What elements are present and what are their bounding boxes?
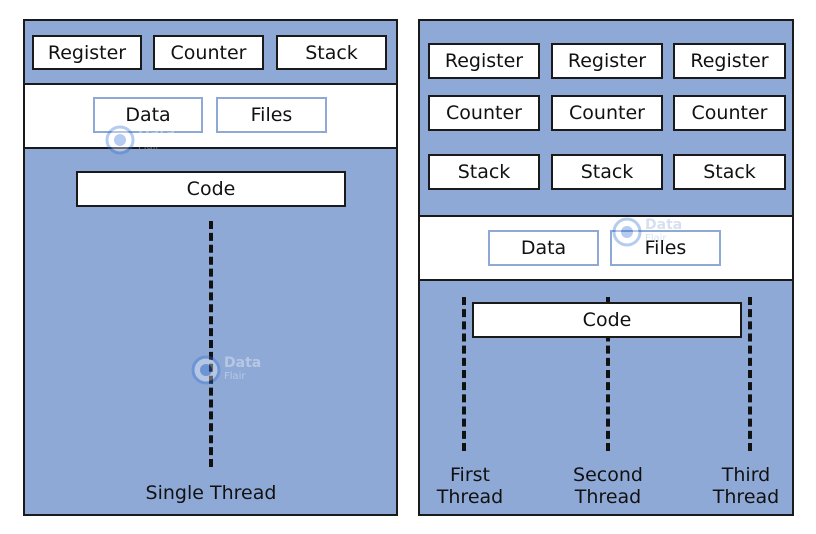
code-box: Code xyxy=(76,171,346,207)
thread-line-first xyxy=(462,297,466,451)
stack-box: Stack xyxy=(673,154,786,190)
shared-data-band: Data Files xyxy=(25,83,396,149)
data-box: Data xyxy=(93,97,203,133)
files-box: Files xyxy=(216,97,327,133)
register-box: Register xyxy=(673,43,786,79)
watermark: Data Flair xyxy=(191,355,261,385)
single-thread-caption: Single Thread xyxy=(145,482,277,504)
thread-line-third xyxy=(748,297,752,451)
dataflair-logo-icon xyxy=(191,355,221,385)
counter-box: Counter xyxy=(428,95,540,131)
first-thread-label: First Thread xyxy=(436,464,504,508)
multi-thread-panel: Register Register Register Counter Count… xyxy=(418,19,794,516)
thread-line xyxy=(209,221,213,467)
data-box: Data xyxy=(488,230,599,266)
register-box: Register xyxy=(551,43,663,79)
third-thread-label: Third Thread xyxy=(712,464,780,508)
counter-box: Counter xyxy=(551,95,663,131)
thread-line-second xyxy=(606,297,610,451)
register-box: Register xyxy=(428,43,540,79)
files-box: Files xyxy=(610,230,721,266)
shared-data-band: Data Files xyxy=(420,215,792,281)
second-thread-label: Second Thread xyxy=(573,464,643,508)
stack-box: Stack xyxy=(551,154,663,190)
stack-box: Stack xyxy=(276,35,387,70)
counter-box: Counter xyxy=(153,35,264,70)
counter-box: Counter xyxy=(673,95,786,131)
stack-box: Stack xyxy=(428,154,540,190)
register-box: Register xyxy=(32,35,142,70)
code-box: Code xyxy=(472,302,742,338)
single-thread-panel: Register Counter Stack Data Files Code S… xyxy=(23,19,398,516)
